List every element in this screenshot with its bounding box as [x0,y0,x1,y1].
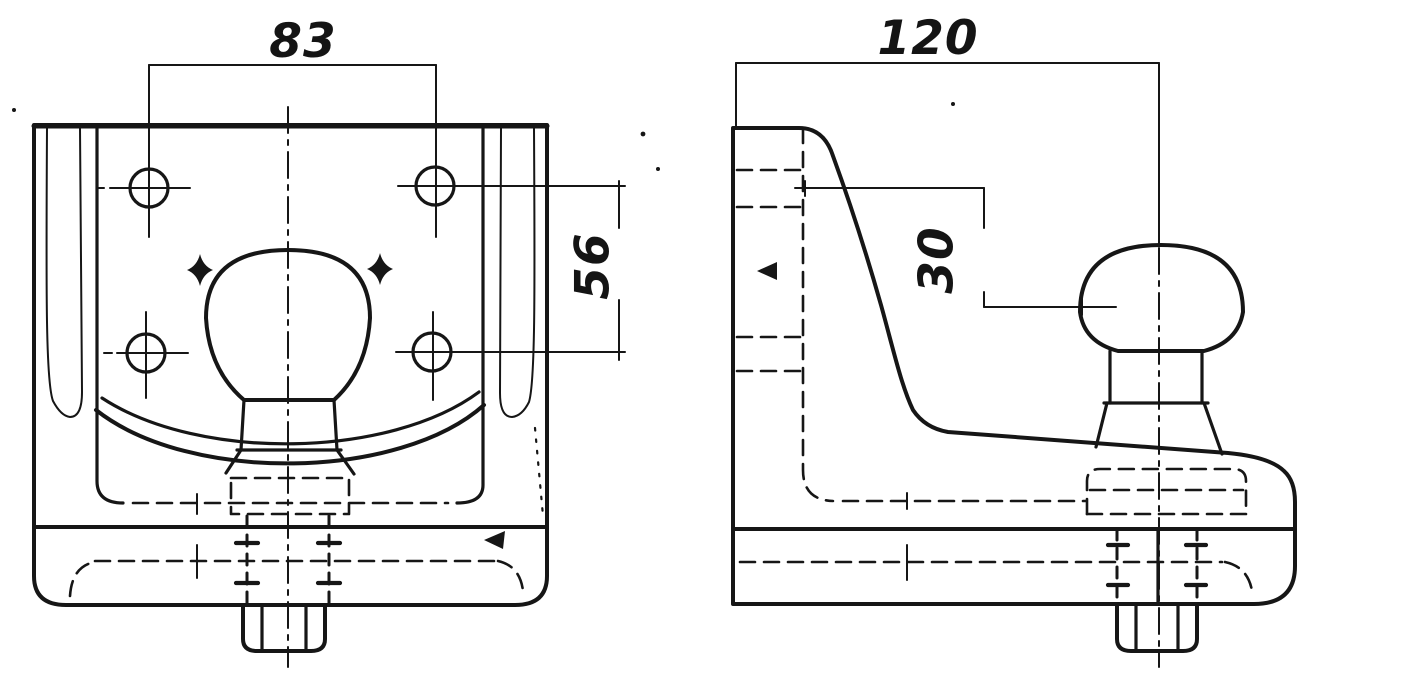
front-saddle-arc-outer [94,403,486,466]
side-body-outline [731,126,1297,606]
front-body-outline [32,123,549,607]
dim-label-30: 30 [910,226,965,293]
front-diamond-right-icon [367,253,393,285]
side-wedge-mark [757,262,777,280]
front-left-inner-wall [95,126,125,505]
front-hex-nut [241,604,327,653]
side-ball-neck [1094,349,1224,456]
side-ball [1078,243,1245,353]
side-upright-hidden [735,126,1088,510]
dim-label-120: 120 [877,11,978,66]
front-dim-83: 83 [148,14,437,69]
side-dim-120: 120 [735,11,1160,247]
front-hidden-bolt [229,476,351,606]
side-dim-30: 30 [794,180,1117,316]
front-diamond-left-icon [187,254,213,286]
scan-speckles [12,102,955,171]
side-hidden-stud [1085,467,1248,516]
dim-label-56: 56 [566,232,621,299]
side-hex-nut [1115,604,1199,653]
front-saddle-arc-inner [100,390,481,446]
side-flange-hidden [738,527,1254,606]
front-right-fold-tail [533,426,545,518]
front-right-inner-wall [455,126,485,505]
front-view: 83 56 [31,14,626,668]
front-flange-wedge-mark [484,531,505,549]
front-bolt-holes [97,64,626,401]
dim-label-83: 83 [269,14,336,69]
front-flange-hidden-pocket [68,493,525,598]
front-right-fold [499,127,536,418]
front-dim-56: 56 [566,180,621,361]
side-view: 120 30 [731,11,1297,668]
front-left-fold [45,127,83,418]
